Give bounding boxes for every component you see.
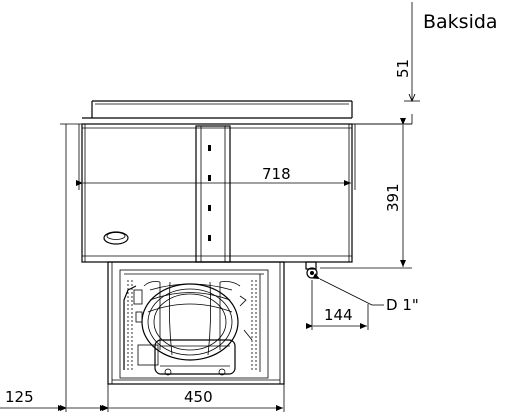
drain-label: D 1" (386, 296, 419, 314)
dim-left-offset: 125 (0, 388, 107, 411)
dim-drain-offset-label: 144 (324, 306, 353, 324)
dim-top-offset-label: 51 (394, 59, 412, 78)
dim-left-offset-label: 125 (5, 388, 34, 406)
cabinet-body (78, 123, 356, 263)
dim-unit-width-label: 450 (184, 388, 213, 406)
compressor-unit (107, 261, 285, 385)
dim-top-offset: 51 (394, 2, 420, 124)
dim-width-cabinet-label: 718 (262, 165, 291, 183)
dim-unit-width: 450 (102, 388, 283, 411)
dim-width-cabinet: 718 (76, 165, 351, 186)
dim-height-label: 391 (384, 183, 402, 212)
top-lid (82, 100, 353, 119)
knob (103, 231, 129, 245)
bottom-extension-lines (65, 124, 285, 412)
drain-fitting (305, 261, 318, 279)
dim-drain-offset: 144 (306, 280, 369, 330)
side-label: Baksida (423, 11, 498, 33)
drain-leader: D 1" (312, 273, 419, 314)
center-post (195, 125, 231, 263)
dim-height: 391 (320, 118, 412, 269)
